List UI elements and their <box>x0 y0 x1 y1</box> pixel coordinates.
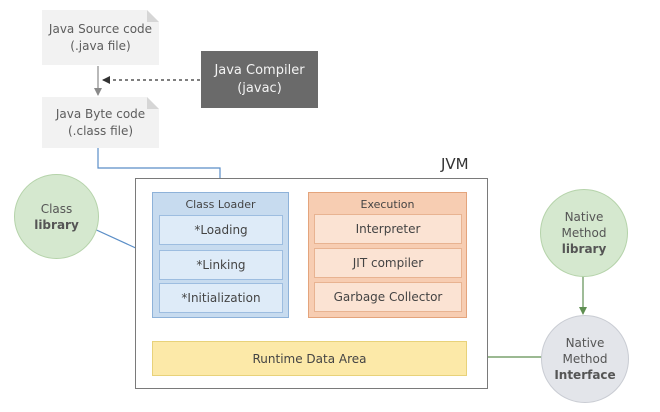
native-interface-line1: Native <box>565 336 605 350</box>
runtime-data-area: Runtime Data Area <box>152 341 467 376</box>
bytecode-line2: (.class file) <box>67 123 134 138</box>
compiler-line1: Java Compiler <box>214 62 305 78</box>
class-loader-item-initialization: *Initialization <box>159 283 283 313</box>
class-library-line1: Class <box>40 201 73 216</box>
class-loader-title: Class Loader <box>185 198 256 211</box>
java-source-code-box: Java Source code (.java file) <box>42 10 159 65</box>
class-loader-item-loading: *Loading <box>159 215 283 245</box>
bytecode-line1: Java Byte code <box>55 106 146 121</box>
execution-item-garbage-collector: Garbage Collector <box>314 282 462 312</box>
source-line1: Java Source code <box>48 21 153 36</box>
class-library-circle: Class library <box>14 174 99 259</box>
java-compiler-box: Java Compiler (javac) <box>201 51 318 108</box>
source-line2: (.java file) <box>70 38 131 53</box>
class-library-line2: library <box>34 217 79 232</box>
native-library-line2: Method <box>561 226 607 240</box>
native-library-line1: Native <box>564 210 604 224</box>
native-method-interface-circle: Native Method Interface <box>541 315 629 403</box>
execution-item-interpreter: Interpreter <box>314 214 462 244</box>
compiler-line2: (javac) <box>237 80 282 96</box>
native-interface-line2: Method <box>562 352 608 366</box>
jvm-label: JVM <box>441 155 469 173</box>
native-interface-line3: Interface <box>554 368 616 382</box>
java-byte-code-box: Java Byte code (.class file) <box>42 97 159 148</box>
native-library-line3: library <box>561 242 607 256</box>
execution-item-jit-compiler: JIT compiler <box>314 248 462 278</box>
class-loader-item-linking: *Linking <box>159 250 283 280</box>
execution-title: Execution <box>360 198 415 211</box>
native-method-library-circle: Native Method library <box>540 189 628 277</box>
